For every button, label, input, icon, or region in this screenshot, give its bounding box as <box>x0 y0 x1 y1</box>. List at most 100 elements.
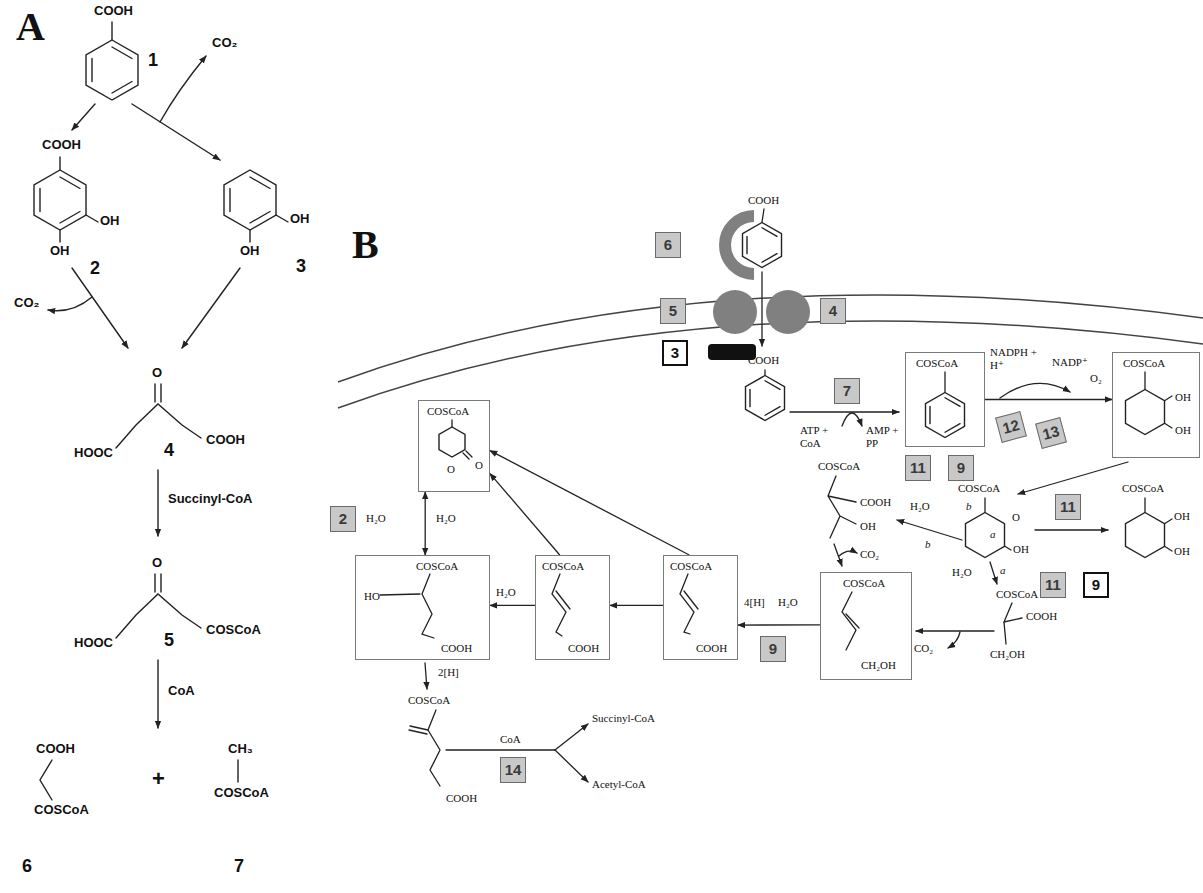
compound-number: 1 <box>148 50 158 71</box>
atom-label: COSCoA <box>214 786 269 801</box>
callout-number: 13 <box>1041 423 1062 444</box>
atom-label: COSCoA <box>916 357 958 370</box>
atom-label: COOH <box>446 792 477 805</box>
atom-label: COSCoA <box>427 405 469 418</box>
callout-number: 11 <box>910 459 926 476</box>
atom-label: COOH <box>1026 610 1057 623</box>
atom-label: COOH <box>94 4 133 19</box>
compound-number: 5 <box>164 630 174 651</box>
molecule-label: H₂O <box>436 512 456 525</box>
atom-label: CH₂OH <box>990 648 1025 661</box>
molecule-label: CO₂ <box>860 548 879 561</box>
enzyme-callout: 9 <box>1083 572 1109 598</box>
atom-label: COSCoA <box>416 560 458 573</box>
atom-label: COOH <box>696 642 727 655</box>
cofactor-label: CoA <box>168 684 195 699</box>
compound-box: COSCoA COOH <box>663 555 738 660</box>
atom-label: OH <box>1174 545 1190 558</box>
callout-number: 11 <box>1045 576 1061 593</box>
cofactor-label: ATP + CoA <box>800 424 840 449</box>
bond-letter: b <box>925 538 931 551</box>
atom-label: HOOC <box>74 636 113 651</box>
callout-number: 9 <box>1092 576 1100 593</box>
cofactor-label: 4[H] <box>744 596 765 609</box>
atom-label: COSCoA <box>1123 357 1165 370</box>
atom-label: COOH <box>42 138 81 153</box>
atom-label: COSCoA <box>958 482 1000 495</box>
molecule-label: H₂O <box>496 586 516 599</box>
compound-box: HO COSCoA COOH <box>355 555 490 660</box>
atom-label: OH <box>1175 424 1191 437</box>
reaction-arrow <box>490 605 535 606</box>
callout-number: 7 <box>843 382 851 399</box>
atom-label: OH <box>860 520 876 533</box>
callout-number: 5 <box>669 302 677 319</box>
cofactor-label: CoA <box>500 733 521 746</box>
atom-label: HOOC <box>74 446 113 461</box>
atom-label: O <box>447 463 455 476</box>
atom-label: COOH <box>748 354 779 367</box>
bond-letter: b <box>966 500 972 513</box>
atom-label: OH <box>1175 391 1191 404</box>
enzyme-callout: 5 <box>660 298 686 324</box>
callout-number: 14 <box>505 761 522 778</box>
cofactor-label: AMP + PP <box>866 424 906 449</box>
atom-label: OH <box>100 214 120 229</box>
enzyme-callout: 9 <box>760 636 786 662</box>
atom-label: COSCoA <box>34 803 89 818</box>
atom-label: O <box>152 366 162 381</box>
enzyme-callout: 2 <box>330 506 356 532</box>
atom-label: COOH <box>568 642 599 655</box>
enzyme-callout: 3 <box>662 340 688 366</box>
atom-label: HO <box>364 590 380 603</box>
cofactor-label: NADP⁺ <box>1052 356 1088 369</box>
compound-number: 7 <box>234 856 244 877</box>
atom-label: COSCoA <box>408 694 450 707</box>
atom-label: O <box>152 556 162 571</box>
atom-label: OH <box>1013 543 1029 556</box>
enzyme-callout: 7 <box>834 378 860 404</box>
callout-number: 9 <box>957 459 965 476</box>
atom-label: COSCoA <box>1122 482 1164 495</box>
panel-letter: B <box>352 222 379 268</box>
cofactor-label: 2[H] <box>438 666 459 679</box>
atom-label: COOH <box>206 433 245 448</box>
callout-number: 12 <box>1001 417 1022 438</box>
reaction-arrow <box>490 474 560 555</box>
callout-number: 2 <box>339 510 347 527</box>
molecule-label: CO₂ <box>14 296 39 311</box>
reaction-arrow <box>985 399 1112 400</box>
enzyme-callout: 9 <box>948 455 974 481</box>
atom-label: COSCoA <box>843 577 885 590</box>
atom-label: COOH <box>36 742 75 757</box>
molecule-label: H₂O <box>910 500 930 513</box>
atom-label: COOH <box>860 496 891 509</box>
product-label: Acetyl-CoA <box>592 778 646 791</box>
atom-label: O <box>1012 511 1020 524</box>
reaction-arrow <box>490 451 689 555</box>
structure-drawing <box>34 22 288 800</box>
molecule-label: CO₂ <box>212 36 237 51</box>
product-label: Succinyl-CoA <box>592 712 655 725</box>
callout-number: 3 <box>671 344 679 361</box>
atom-label: OH <box>1174 510 1190 523</box>
cofactor-label: Succinyl-CoA <box>168 492 253 507</box>
atom-label: COSCoA <box>542 560 584 573</box>
atom-label: O <box>475 459 483 472</box>
molecule-label: H₂O <box>952 566 972 579</box>
atom-label: COOH <box>441 642 472 655</box>
bond-letter: a <box>1000 564 1006 577</box>
compound-box: COSCoA OH OH <box>1112 352 1200 458</box>
compound-number: 3 <box>296 256 306 277</box>
atom-label: COSCoA <box>996 588 1038 601</box>
enzyme-callout: 6 <box>655 232 681 258</box>
enzyme-callout: 13 <box>1035 417 1067 449</box>
compound-box: COSCoA <box>905 352 985 447</box>
atom-label: COOH <box>748 194 779 207</box>
bond-letter: a <box>990 528 996 541</box>
molecule-label: H₂O <box>778 596 798 609</box>
atom-label: COSCoA <box>670 560 712 573</box>
atom-label: OH <box>290 212 310 227</box>
enzyme-callout: 11 <box>1055 494 1081 520</box>
